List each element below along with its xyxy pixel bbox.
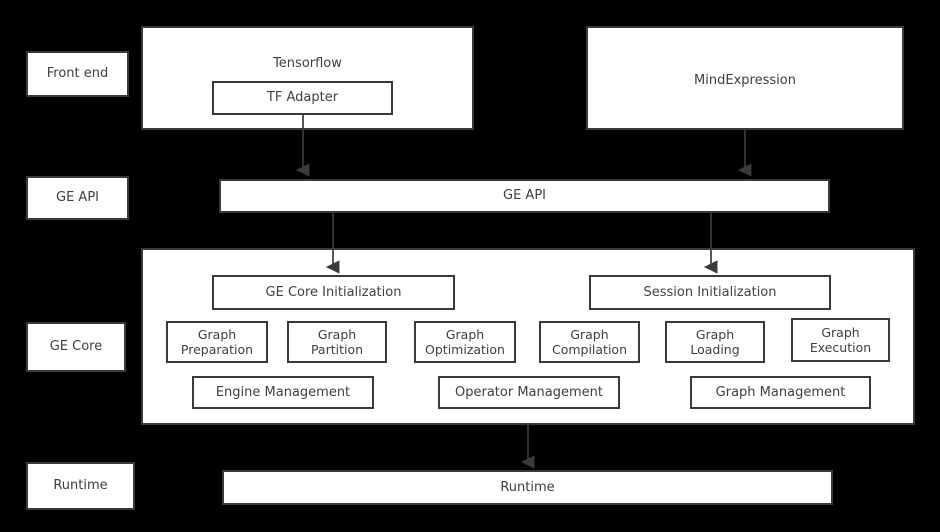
module-graph-optimization: Graph Optimization xyxy=(414,321,516,363)
session-initialization-label: Session Initialization xyxy=(643,284,777,300)
operator-management-label: Operator Management xyxy=(455,384,603,400)
module-graph-optimization-label: Graph Optimization xyxy=(425,326,505,357)
module-graph-compilation-label: Graph Compilation xyxy=(551,326,628,357)
operator-management-box: Operator Management xyxy=(438,376,620,409)
module-graph-compilation: Graph Compilation xyxy=(539,321,640,363)
layer-label-ge-core: GE Core xyxy=(26,322,126,372)
tensorflow-title: Tensorflow xyxy=(273,56,342,71)
layer-label-runtime: Runtime xyxy=(26,462,135,510)
module-graph-partition: Graph Partition xyxy=(287,321,387,363)
layer-label-ge-core-text: GE Core xyxy=(49,339,103,355)
ge-api-bar: GE API xyxy=(219,179,830,213)
graph-management-label: Graph Management xyxy=(715,384,846,400)
layer-label-ge-api-text: GE API xyxy=(56,190,99,206)
module-graph-loading-label: Graph Loading xyxy=(690,326,740,357)
module-graph-partition-label: Graph Partition xyxy=(310,326,364,357)
layer-label-front-end-text: Front end xyxy=(46,66,109,82)
engine-management-label: Engine Management xyxy=(215,384,351,400)
runtime-bar-label: Runtime xyxy=(500,479,555,495)
layer-label-ge-api: GE API xyxy=(26,176,129,220)
mindexpression-panel: MindExpression xyxy=(586,26,904,130)
session-initialization-box: Session Initialization xyxy=(589,275,831,310)
module-graph-execution-label: Graph Execution xyxy=(809,324,872,355)
tf-adapter-label: TF Adapter xyxy=(266,90,339,106)
module-graph-preparation: Graph Preparation xyxy=(166,321,268,363)
runtime-bar: Runtime xyxy=(222,470,833,505)
layer-label-front-end: Front end xyxy=(26,51,129,97)
module-graph-loading: Graph Loading xyxy=(665,321,765,363)
tf-adapter-box: TF Adapter xyxy=(212,81,393,115)
module-graph-preparation-label: Graph Preparation xyxy=(180,326,254,357)
ge-api-bar-label: GE API xyxy=(503,188,546,204)
layer-label-runtime-text: Runtime xyxy=(53,478,108,494)
graph-management-box: Graph Management xyxy=(690,376,871,409)
module-graph-execution: Graph Execution xyxy=(791,318,890,362)
ge-core-initialization-label: GE Core Initialization xyxy=(265,284,402,300)
engine-management-box: Engine Management xyxy=(192,376,374,409)
mindexpression-title: MindExpression xyxy=(694,73,796,88)
ge-core-initialization-box: GE Core Initialization xyxy=(212,275,455,310)
